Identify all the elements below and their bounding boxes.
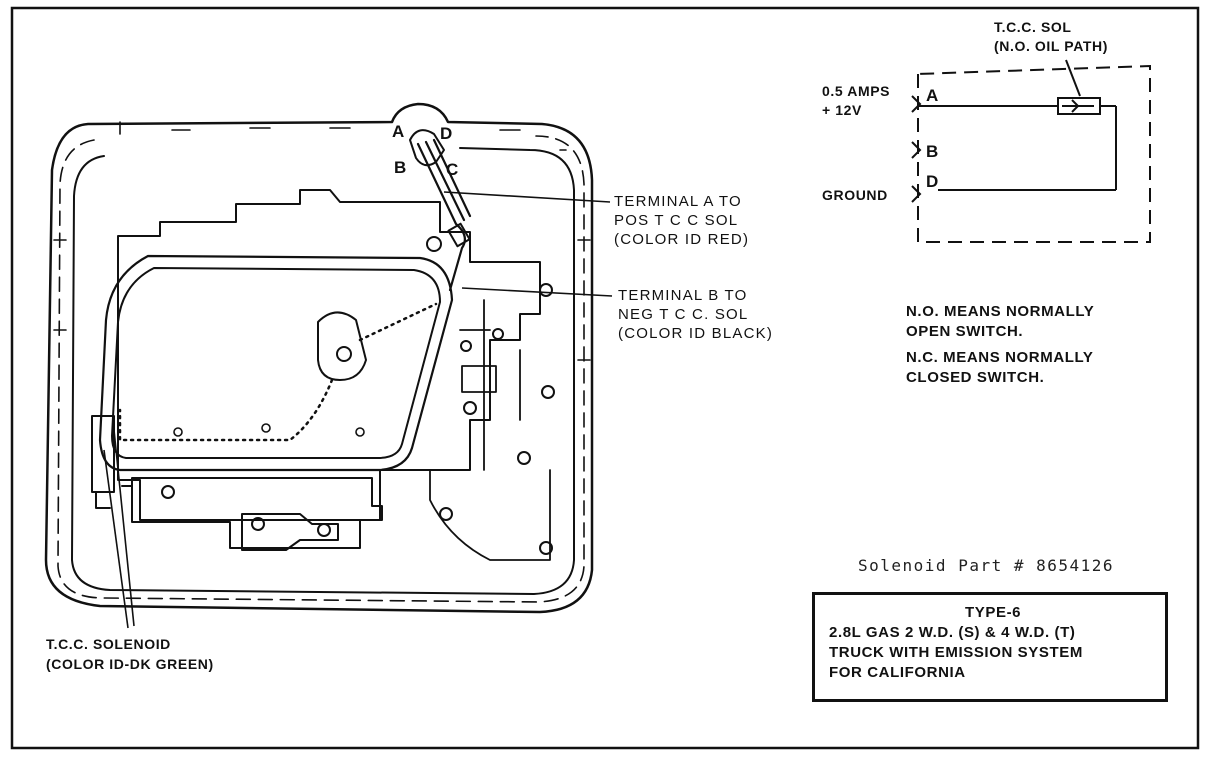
bolt xyxy=(539,283,553,297)
dotted-wire xyxy=(118,302,438,442)
callout-terminal-b: TERMINAL B TO NEG T C C. SOL (COLOR ID B… xyxy=(618,286,773,343)
schematic-pin-b: B xyxy=(926,142,939,161)
type-box: TYPE-6 2.8L GAS 2 W.D. (S) & 4 W.D. (T) … xyxy=(812,592,1168,702)
tcc-solenoid-body xyxy=(91,415,115,493)
type-box-line: 2.8L GAS 2 W.D. (S) & 4 W.D. (T) xyxy=(829,624,1076,641)
connector-clip xyxy=(447,222,471,248)
schematic-sol-label-line: (N.O. OIL PATH) xyxy=(994,38,1108,54)
callout-terminal-a: TERMINAL A TO POS T C C SOL (COLOR ID RE… xyxy=(614,192,749,249)
tcc-schematic xyxy=(911,59,1151,243)
pan-edge-notches xyxy=(53,121,591,361)
tcc-solenoid-bracket xyxy=(95,485,133,515)
sol-label-pointer xyxy=(1065,59,1081,97)
bolt xyxy=(463,401,477,415)
part-number: Solenoid Part # 8654126 xyxy=(858,556,1115,575)
bolt xyxy=(261,423,271,433)
center-boss xyxy=(317,311,367,381)
leader-tcc-solenoid xyxy=(103,449,129,629)
connector-wires xyxy=(416,138,472,292)
type-box-line: FOR CALIFORNIA xyxy=(829,664,966,681)
bolt xyxy=(426,236,442,252)
bolt xyxy=(173,427,183,437)
center-bolt xyxy=(336,346,352,362)
pin-b-marker xyxy=(911,141,922,159)
terminal-letter-a: A xyxy=(392,122,405,141)
type-box-line: TRUCK WITH EMISSION SYSTEM xyxy=(829,644,1083,661)
schematic-input-line: + 12V xyxy=(822,102,862,118)
schematic-sol-label: T.C.C. SOL (N.O. OIL PATH) xyxy=(994,18,1166,56)
callout-terminal-a-line: (COLOR ID RED) xyxy=(614,231,750,248)
callout-terminal-b-line: NEG T C C. SOL xyxy=(618,306,749,323)
schematic-pin-a: A xyxy=(926,86,939,105)
pan-gasket-dashes xyxy=(57,135,585,603)
pan-inner-outline xyxy=(71,147,575,595)
note-line: N.O. MEANS NORMALLY xyxy=(906,303,1095,320)
pan-outer-outline xyxy=(44,102,594,614)
leader-terminal-b xyxy=(461,287,613,297)
transmission-pan-drawing xyxy=(44,102,594,614)
bolt xyxy=(541,385,555,399)
bolt xyxy=(251,517,265,531)
schematic-input-line: 0.5 AMPS xyxy=(822,83,891,99)
bolt xyxy=(539,541,553,555)
leader-lines xyxy=(103,191,613,629)
diagram-frame xyxy=(10,6,1200,750)
bolt xyxy=(439,507,453,521)
type-box-title: TYPE-6 xyxy=(965,604,1022,621)
bolt xyxy=(492,328,504,340)
bolt xyxy=(161,485,175,499)
pin-d-marker xyxy=(911,185,922,203)
schematic-sol-label-line: T.C.C. SOL xyxy=(994,19,1072,35)
callout-terminal-a-line: TERMINAL A TO xyxy=(614,193,742,210)
valve-body-outline xyxy=(117,189,541,521)
filter-loop-outer xyxy=(98,254,454,472)
bolt xyxy=(355,427,365,437)
solenoid-symbol xyxy=(1057,97,1101,115)
terminal-letter-d: D xyxy=(440,124,453,143)
callout-tcc-solenoid-line: T.C.C. SOLENOID xyxy=(46,636,171,652)
leader-terminal-a xyxy=(443,191,611,203)
right-valve-details xyxy=(429,299,551,561)
note-line: N.C. MEANS NORMALLY xyxy=(906,349,1094,366)
callout-tcc-solenoid: T.C.C. SOLENOID (COLOR ID-DK GREEN) xyxy=(46,634,214,674)
note-line: CLOSED SWITCH. xyxy=(906,369,1045,386)
filter-loop-inner xyxy=(111,267,441,459)
bolt xyxy=(460,340,472,352)
bolt xyxy=(517,451,531,465)
terminal-letter-c: C xyxy=(446,160,459,179)
schematic-pin-d: D xyxy=(926,172,939,191)
terminal-letter-b: B xyxy=(394,158,407,177)
callout-terminal-b-line: (COLOR ID BLACK) xyxy=(618,325,774,342)
notes-block: N.O. MEANS NORMALLY OPEN SWITCH. N.C. ME… xyxy=(906,302,1094,388)
schematic-input-label: 0.5 AMPS + 12V xyxy=(822,82,890,120)
note-line: OPEN SWITCH. xyxy=(906,323,1024,340)
callout-tcc-solenoid-line: (COLOR ID-DK GREEN) xyxy=(46,656,214,672)
bolt xyxy=(317,523,331,537)
lower-bracket xyxy=(241,513,339,551)
connector-housing xyxy=(409,129,445,167)
pin-a-marker xyxy=(911,95,922,113)
leader-tcc-solenoid-2 xyxy=(113,429,135,627)
callout-terminal-b-line: TERMINAL B TO xyxy=(618,287,748,304)
schematic-dashed-box xyxy=(917,64,1151,243)
callout-terminal-a-line: POS T C C SOL xyxy=(614,212,739,229)
schematic-ground-label: GROUND xyxy=(822,187,888,203)
lower-plate xyxy=(131,477,383,549)
